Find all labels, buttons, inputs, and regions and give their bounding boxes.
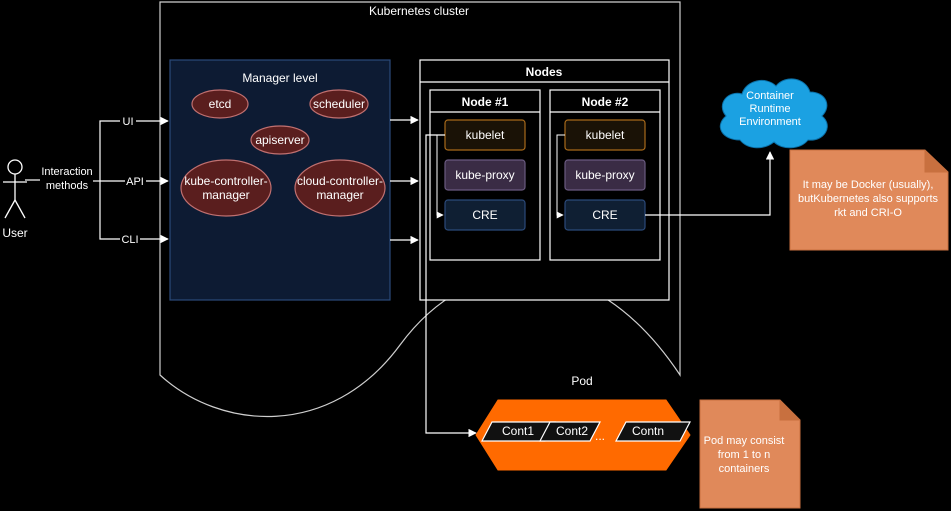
scheduler-node[interactable] (309, 89, 369, 119)
node-1-kube-proxy-label: kube-proxy (455, 168, 514, 182)
container-n[interactable] (615, 421, 691, 442)
manager-title: Manager level (242, 71, 317, 85)
node-2-kubelet-label: kubelet (586, 128, 625, 142)
user-icon (3, 159, 27, 219)
etcd-node[interactable] (191, 89, 249, 119)
runtime-note-line3: rkt and CRI-O (834, 207, 902, 219)
cre-cloud-line2: Runtime (750, 103, 791, 115)
scheduler-label: scheduler (313, 97, 365, 111)
ui-path (99, 120, 120, 181)
node-1-kubelet-label: kubelet (466, 128, 505, 142)
runtime-note-fold (924, 150, 948, 173)
container-2-label: Cont2 (556, 424, 588, 438)
node-1-cre-label: CRE (472, 208, 497, 222)
apiserver-node[interactable] (250, 125, 310, 155)
node-1-kube-proxy[interactable] (444, 159, 526, 191)
nodes-title: Nodes (526, 65, 563, 79)
container-1-label: Cont1 (502, 424, 534, 438)
pod-note-line3: containers (719, 463, 770, 475)
apiserver-label: apiserver (255, 133, 304, 147)
kube-controller-manager-node[interactable] (180, 159, 272, 217)
interaction-label-line1: Interaction (41, 166, 92, 178)
node-2-cre-label: CRE (592, 208, 617, 222)
cli-path (99, 181, 120, 240)
user-label: User (2, 226, 27, 240)
cre-cloud[interactable] (719, 78, 828, 149)
node-2-kube-proxy-label: kube-proxy (575, 168, 634, 182)
container-ellipsis: ... (595, 429, 605, 443)
container-n-label: Contn (632, 424, 664, 438)
node-2-title: Node #2 (582, 95, 629, 109)
kcm-label-line2: manager (202, 188, 249, 202)
cluster-title: Kubernetes cluster (369, 4, 469, 18)
ccm-label-line2: manager (316, 188, 363, 202)
kcm-label-line1: kube-controller- (184, 174, 267, 188)
etcd-label: etcd (209, 97, 232, 111)
ccm-label-line1: cloud-controller- (297, 174, 383, 188)
node-1-cre[interactable] (444, 199, 526, 231)
pod-note-line1: Pod may consist (704, 435, 785, 447)
pod-note (699, 399, 801, 509)
runtime-note-line1: It may be Docker (usually), (803, 179, 934, 191)
cli-label: CLI (121, 234, 138, 246)
node-2-kubelet-to-cre-edge (556, 134, 565, 219)
runtime-note (789, 149, 949, 251)
cre-cloud-line3: Environment (739, 116, 801, 128)
container-2[interactable] (539, 421, 601, 442)
node-1-title: Node #1 (462, 95, 509, 109)
interaction-label-line2: methods (46, 180, 89, 192)
kubelet-to-pod-edge (425, 134, 477, 438)
api-label: API (126, 176, 144, 188)
node-2-kube-proxy[interactable] (564, 159, 646, 191)
runtime-note-line2: butKubernetes also supports (798, 193, 939, 205)
ui-label: UI (123, 116, 134, 128)
pod-title: Pod (571, 374, 592, 388)
cre-to-runtime-edge (645, 151, 775, 216)
cloud-controller-manager-node[interactable] (294, 159, 386, 217)
pod-note-fold (779, 400, 800, 421)
cre-cloud-line1: Container (746, 90, 794, 102)
pod-note-line2: from 1 to n (718, 449, 771, 461)
